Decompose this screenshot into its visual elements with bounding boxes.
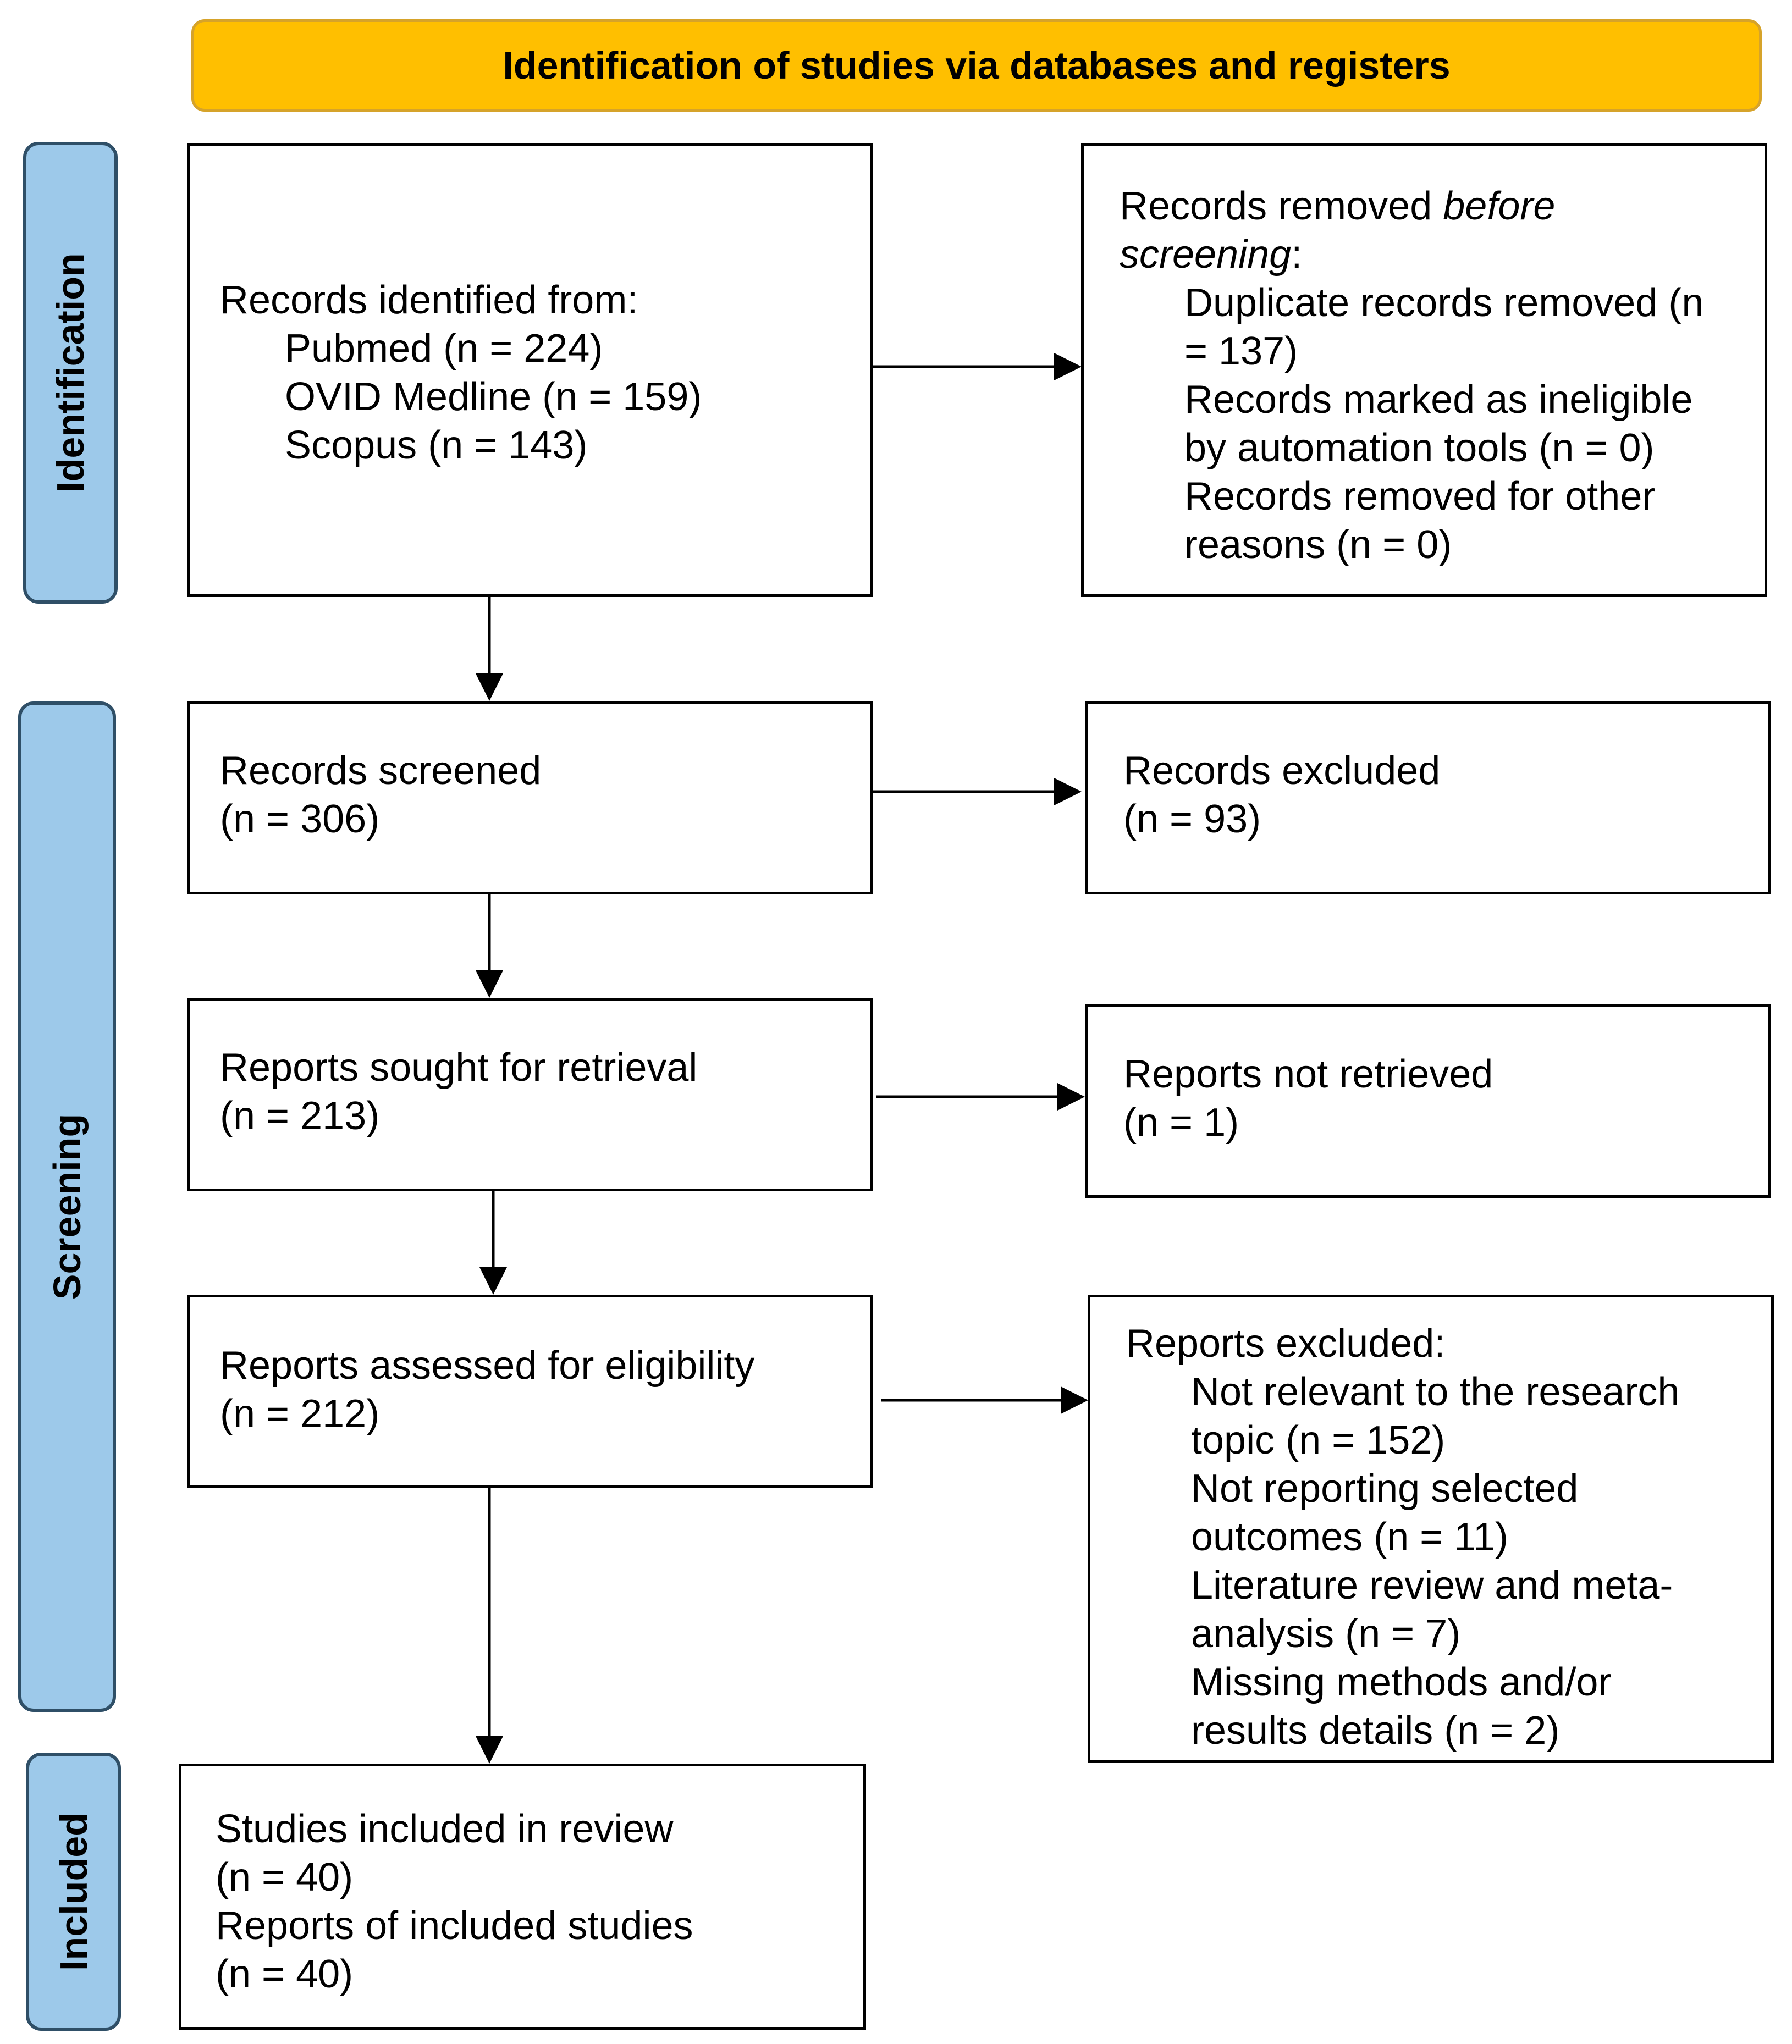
studies-included-label: Studies included in review — [216, 1807, 674, 1851]
header-title: Identification of studies via databases … — [503, 44, 1451, 87]
phase-screening: Screening — [18, 701, 116, 1712]
reports-assessed-box: Reports assessed for eligibility (n = 21… — [187, 1295, 873, 1488]
records-excluded-box: Records excluded (n = 93) — [1085, 701, 1771, 894]
source-pubmed: Pubmed (n = 224) — [285, 327, 603, 371]
removed-item-ineligible: Records marked as ineligible — [1184, 378, 1693, 422]
records-screened-label: Records screened — [220, 749, 542, 793]
reports-sought-count: (n = 213) — [220, 1094, 380, 1138]
removed-item-other: Records removed for other — [1184, 474, 1656, 518]
records-removed-box: Records removed before screening: Duplic… — [1081, 143, 1767, 597]
reports-excluded-item-outcomes-count: outcomes (n = 11) — [1191, 1515, 1508, 1559]
reports-included-label: Reports of included studies — [216, 1904, 693, 1948]
reports-assessed-count: (n = 212) — [220, 1392, 380, 1436]
records-removed-heading-suffix: : — [1291, 233, 1303, 277]
reports-excluded-item-missing: Missing methods and/or — [1191, 1660, 1612, 1704]
records-identified-heading: Records identified from: — [220, 278, 638, 322]
reports-assessed-label: Reports assessed for eligibility — [220, 1344, 755, 1388]
source-ovid-medline: OVID Medline (n = 159) — [285, 375, 702, 419]
records-removed-heading-1: Records removed before — [1120, 182, 1765, 230]
reports-excluded-item-not-relevant: Not relevant to the research — [1191, 1370, 1680, 1414]
records-identified-box: Records identified from: Pubmed (n = 224… — [187, 143, 873, 597]
records-excluded-label: Records excluded — [1123, 749, 1441, 793]
phase-included: Included — [26, 1753, 121, 2031]
reports-not-retrieved-label: Reports not retrieved — [1123, 1052, 1493, 1096]
reports-sought-label: Reports sought for retrieval — [220, 1046, 698, 1090]
records-excluded-count: (n = 93) — [1123, 797, 1261, 841]
removed-item-duplicates-count: = 137) — [1184, 329, 1298, 373]
removed-item-ineligible-count: by automation tools (n = 0) — [1184, 426, 1655, 470]
records-removed-heading-prefix: Records removed — [1120, 184, 1443, 228]
records-removed-heading-emphasis: before — [1443, 184, 1556, 228]
records-screened-count: (n = 306) — [220, 797, 380, 841]
records-screened-box: Records screened (n = 306) — [187, 701, 873, 894]
reports-excluded-box: Reports excluded: Not relevant to the re… — [1088, 1295, 1774, 1763]
header-banner: Identification of studies via databases … — [191, 19, 1762, 112]
phase-identification: Identification — [23, 142, 118, 604]
studies-included-count: (n = 40) — [216, 1855, 354, 1899]
reports-excluded-item-missing-count: results details (n = 2) — [1191, 1709, 1560, 1753]
reports-excluded-item-not-relevant-count: topic (n = 152) — [1191, 1418, 1446, 1462]
reports-excluded-item-review: Literature review and meta- — [1191, 1564, 1673, 1607]
records-removed-heading-emphasis-2: screening — [1120, 233, 1292, 277]
source-scopus: Scopus (n = 143) — [285, 423, 588, 467]
reports-included-count: (n = 40) — [216, 1952, 354, 1996]
reports-sought-box: Reports sought for retrieval (n = 213) — [187, 998, 873, 1191]
reports-excluded-item-review-count: analysis (n = 7) — [1191, 1612, 1461, 1656]
reports-not-retrieved-box: Reports not retrieved (n = 1) — [1085, 1004, 1771, 1198]
records-removed-heading-2: screening: — [1120, 230, 1765, 279]
removed-item-duplicates: Duplicate records removed (n — [1184, 281, 1704, 325]
reports-excluded-heading: Reports excluded: — [1126, 1322, 1446, 1366]
studies-included-box: Studies included in review (n = 40) Repo… — [179, 1764, 866, 2030]
reports-not-retrieved-count: (n = 1) — [1123, 1101, 1239, 1145]
removed-item-other-count: reasons (n = 0) — [1184, 523, 1452, 567]
reports-excluded-item-outcomes: Not reporting selected — [1191, 1467, 1579, 1511]
